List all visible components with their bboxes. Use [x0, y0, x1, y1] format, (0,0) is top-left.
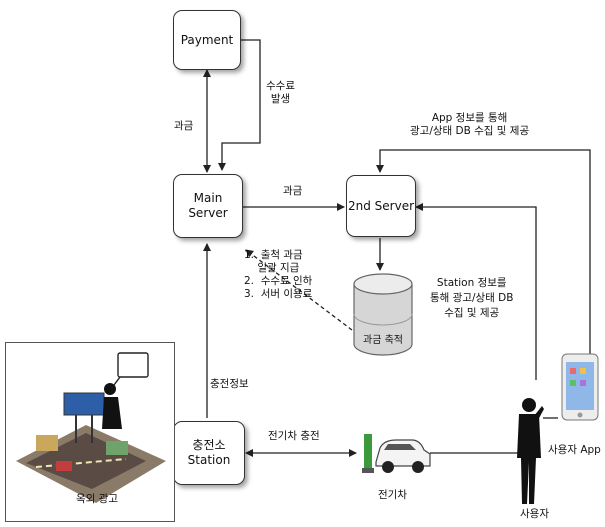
ev-car-icon	[362, 434, 431, 473]
edge-app-info	[376, 149, 591, 395]
label-user: 사용자	[520, 508, 549, 520]
smartphone-icon	[561, 353, 599, 421]
note-item: 2. 수수료 인하	[244, 275, 313, 287]
main-server-node: Main Server	[173, 174, 243, 238]
label-charge-left: 과금	[174, 120, 194, 132]
notes-list: 1. 출척 과금 일괄 지급 2. 수수료 인하 3. 서버 이용료	[244, 249, 312, 301]
second-server-node: 2nd Server	[346, 175, 416, 237]
label-fee-occur: 수수료 발생	[266, 80, 295, 105]
label-ev: 전기차	[378, 489, 407, 501]
label-ev-charge: 전기차 충전	[268, 430, 320, 442]
database-label: 과금 축적	[363, 335, 403, 346]
note-item: 1. 출척 과금	[244, 249, 303, 261]
label-app-info: App 정보를 통해 광고/상태 DB 수집 및 제공	[410, 112, 530, 137]
edge-db-main-dashed	[245, 249, 353, 331]
label-station-info: Station 정보를 통해 광고/상태 DB 수집 및 제공	[430, 277, 514, 319]
edge-fee	[218, 39, 261, 171]
user-silhouette-icon	[517, 398, 544, 504]
outdoor-ad-panel: 옥외 광고	[5, 342, 175, 522]
note-item: 3. 서버 이용료	[244, 288, 313, 300]
label-outdoor-ad: 옥외 광고	[76, 493, 118, 505]
station-node: 충전소 Station	[173, 421, 245, 485]
database-cylinder	[353, 273, 413, 356]
edge-station-info	[415, 203, 537, 380]
outdoor-ad-illustration	[16, 352, 166, 503]
label-user-app: 사용자 App	[548, 444, 601, 456]
payment-node: Payment	[173, 10, 241, 70]
note-item: 일괄 지급	[244, 262, 300, 274]
label-charge-mid: 과금	[283, 185, 303, 197]
label-charge-info: 충전정보	[210, 378, 249, 390]
